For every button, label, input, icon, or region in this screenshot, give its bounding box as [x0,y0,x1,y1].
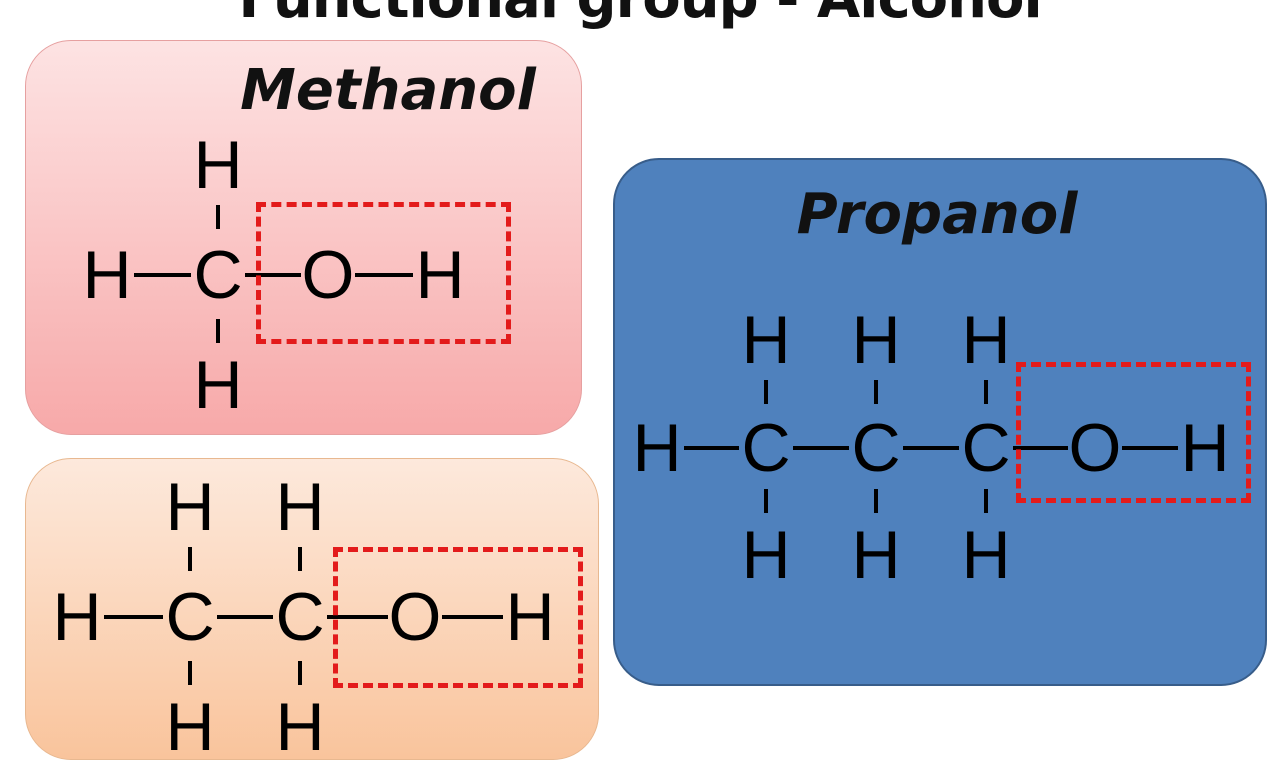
methanol-bond [216,205,220,229]
propanol-atom-h: H [632,410,682,486]
slide-title: Functional group - Alcohol [0,0,1280,31]
propanol-bond [874,380,878,404]
propanol-atom-h: H [961,517,1011,593]
propanol-bond [984,380,988,404]
propanol-atom-h: H [741,302,791,378]
propanol-atom-c: C [851,410,901,486]
propanol-atom-h: H [961,302,1011,378]
ethanol-atom-h: H [165,469,215,545]
propanol-bond [874,489,878,513]
ethanol-bond [104,615,163,619]
ethanol-bond [442,615,503,619]
propanol-bond [684,446,739,450]
ethanol-bond [217,615,273,619]
ethanol-atom-h: H [52,579,102,655]
methanol-box [25,40,582,435]
propanol-bond [903,446,959,450]
methanol-bond [216,319,220,343]
ethanol-bond [188,661,192,685]
methanol-atom-h: H [193,347,243,423]
ethanol-bond [298,661,302,685]
ethanol-atom-h: H [505,579,555,655]
methanol-atom-h: H [415,237,465,313]
propanol-atom-c: C [961,410,1011,486]
propanol-atom-o: O [1068,410,1122,486]
methanol-bond [245,273,301,277]
methanol-atom-h: H [193,127,243,203]
propanol-atom-c: C [741,410,791,486]
ethanol-atom-h: H [165,689,215,765]
propanol-atom-h: H [851,517,901,593]
ethanol-hydroxyl-highlight [333,547,583,688]
ethanol-atom-h: H [275,689,325,765]
propanol-title: Propanol [796,182,1078,247]
ethanol-bond [298,547,302,571]
propanol-bond [764,380,768,404]
ethanol-bond [327,615,388,619]
methanol-title: Methanol [240,58,536,123]
methanol-hydroxyl-highlight [256,202,511,344]
propanol-atom-h: H [851,302,901,378]
methanol-bond [355,273,413,277]
methanol-atom-c: C [193,237,243,313]
ethanol-atom-c: C [165,579,215,655]
ethanol-box [25,458,599,760]
propanol-bond [1122,446,1178,450]
ethanol-bond [188,547,192,571]
propanol-hydroxyl-highlight [1016,362,1251,503]
propanol-bond [1013,446,1068,450]
ethanol-atom-h: H [275,469,325,545]
propanol-atom-h: H [1180,410,1230,486]
propanol-bond [793,446,849,450]
propanol-atom-h: H [741,517,791,593]
propanol-bond [984,489,988,513]
propanol-bond [764,489,768,513]
methanol-atom-h: H [82,237,132,313]
methanol-bond [134,273,191,277]
ethanol-atom-o: O [388,579,442,655]
methanol-atom-o: O [301,237,355,313]
propanol-box [613,158,1267,686]
ethanol-atom-c: C [275,579,325,655]
